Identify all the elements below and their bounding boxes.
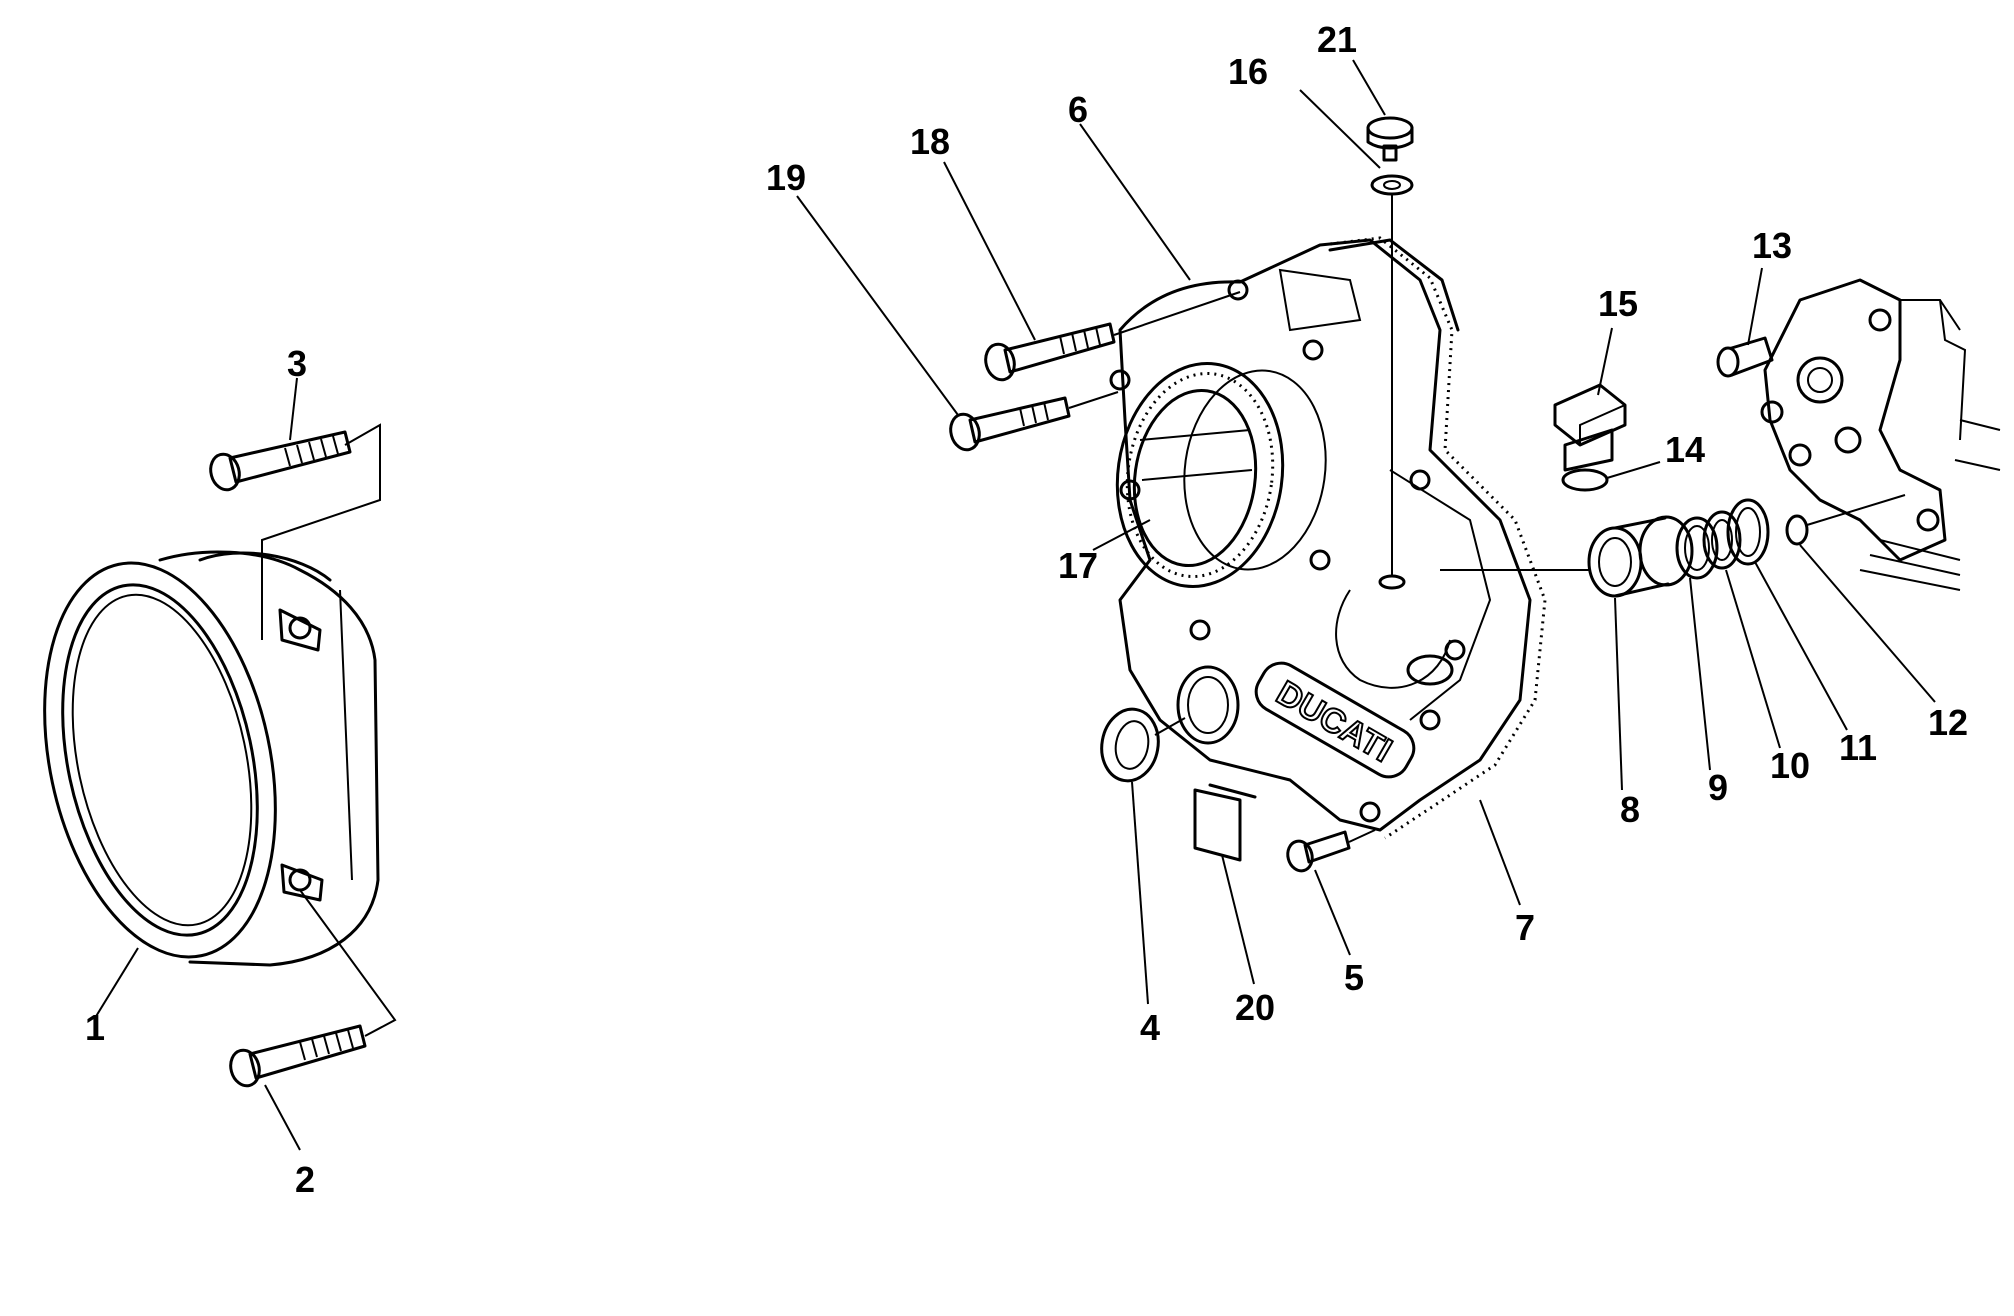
callout-1: 1 (85, 1007, 105, 1048)
leader-lines (94, 59, 1936, 1151)
callout-9: 9 (1708, 767, 1728, 808)
dowel-part-13 (1716, 336, 1774, 378)
plug-part-15 (1553, 383, 1627, 472)
callout-3: 3 (287, 343, 307, 384)
oring-part-12 (1785, 514, 1809, 546)
gearbox-cover-part: DUCATI (1109, 180, 1547, 840)
callout-19: 19 (766, 157, 806, 198)
callout-labels: 1 2 3 4 5 6 7 8 9 10 11 12 13 14 15 16 1… (85, 19, 1968, 1200)
callout-17: 17 (1058, 545, 1098, 586)
bushing-part-8 (1587, 515, 1694, 598)
washer-part-16 (1370, 174, 1414, 196)
ring-part-9 (1675, 516, 1719, 580)
bolt-part-19 (949, 396, 1071, 452)
crankcase-part (1760, 278, 2001, 591)
bolt-part-3 (209, 430, 352, 492)
callout-14: 14 (1665, 429, 1705, 470)
callout-13: 13 (1752, 225, 1792, 266)
clip-part-11 (1726, 498, 1770, 566)
callout-6: 6 (1068, 89, 1088, 130)
callout-4: 4 (1140, 1007, 1160, 1048)
ring-part-10 (1702, 510, 1742, 570)
oring-part-14 (1561, 468, 1609, 492)
callout-16: 16 (1228, 51, 1268, 92)
pad-part-20 (1193, 783, 1257, 862)
bolt-part-18 (984, 322, 1116, 382)
screw-part-5 (1286, 830, 1351, 873)
callout-7: 7 (1515, 907, 1535, 948)
callout-21: 21 (1317, 19, 1357, 60)
callout-2: 2 (295, 1159, 315, 1200)
callout-20: 20 (1235, 987, 1275, 1028)
callout-15: 15 (1598, 283, 1638, 324)
callout-8: 8 (1620, 789, 1640, 830)
seal-part-4 (1100, 707, 1160, 783)
callout-5: 5 (1344, 957, 1364, 998)
bolt-part-2 (229, 1024, 367, 1088)
callout-10: 10 (1770, 745, 1810, 786)
clutch-cover-part (43, 550, 380, 967)
screw-part-21 (1366, 116, 1414, 162)
callout-18: 18 (910, 121, 950, 162)
callout-12: 12 (1928, 702, 1968, 743)
callout-11: 11 (1839, 727, 1877, 768)
